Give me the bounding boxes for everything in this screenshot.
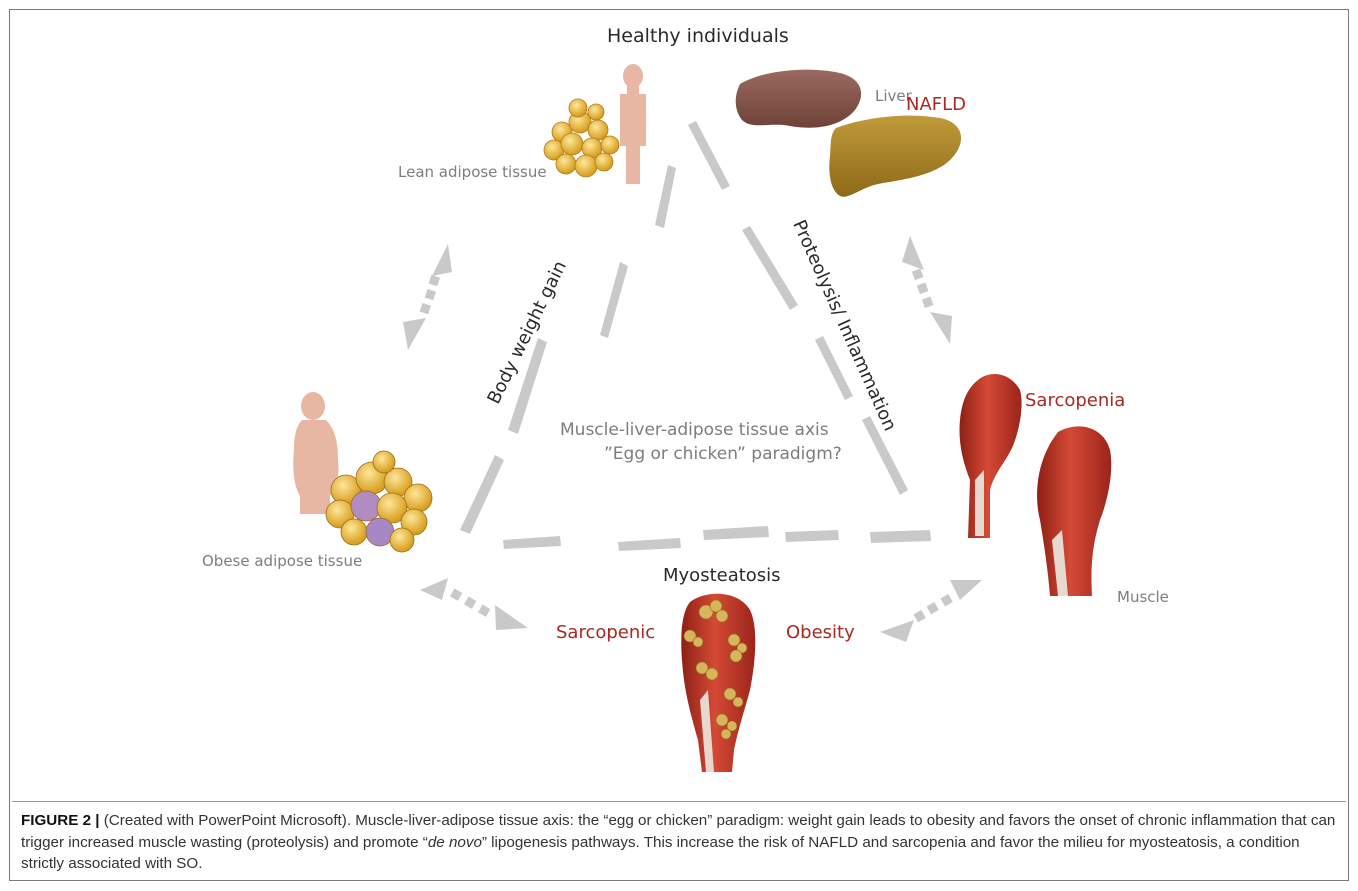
dash-left-4 — [460, 455, 504, 534]
sarcopenia-label: Sarcopenia — [1025, 390, 1125, 411]
nafld-label: NAFLD — [906, 94, 966, 115]
healthy-individuals-label: Healthy individuals — [607, 25, 789, 47]
sarcopenia-muscle-icon — [959, 374, 1021, 538]
nafld-liver-icon — [829, 116, 961, 197]
axis-title-line1: Muscle-liver-adipose tissue axis — [560, 420, 829, 440]
healthy-liver-icon — [736, 70, 861, 128]
sarcopenic-label: Sarcopenic — [556, 622, 655, 643]
caption-figure-label: FIGURE 2 | — [21, 812, 100, 829]
dash-left-2 — [600, 262, 628, 338]
caption-text-italic: de novo — [428, 834, 482, 851]
obesity-label: Obesity — [786, 622, 855, 643]
dash-bottom-2 — [618, 538, 681, 551]
lean-human-silhouette — [620, 64, 646, 184]
double-arrow-bottom-left — [420, 578, 528, 630]
lean-adipose-label: Lean adipose tissue — [398, 163, 547, 181]
obese-adipose-label: Obese adipose tissue — [202, 552, 362, 570]
dash-bottom-4 — [785, 530, 839, 542]
muscle-label: Muscle — [1117, 588, 1169, 606]
lean-adipose-cluster — [544, 99, 619, 177]
diagram-artwork — [0, 0, 1358, 800]
obese-adipose-cluster — [326, 451, 432, 552]
double-arrow-bottom-right — [880, 580, 982, 642]
double-arrow-right — [902, 236, 952, 344]
dash-bottom-3 — [703, 526, 769, 540]
muscle-icon — [1037, 426, 1111, 596]
tendon-upper — [975, 470, 984, 536]
axis-title-line2: ”Egg or chicken” paradigm? — [604, 444, 842, 464]
dash-right-2 — [742, 226, 798, 310]
dash-bottom-5 — [870, 530, 931, 543]
figure-caption: FIGURE 2 | (Created with PowerPoint Micr… — [21, 810, 1341, 875]
myosteatosis-label: Myosteatosis — [663, 565, 781, 586]
double-arrow-left — [403, 244, 452, 350]
dash-right-1 — [688, 121, 730, 190]
dash-bottom-1 — [503, 536, 561, 549]
dash-left-1 — [655, 165, 676, 228]
caption-divider — [12, 801, 1346, 802]
